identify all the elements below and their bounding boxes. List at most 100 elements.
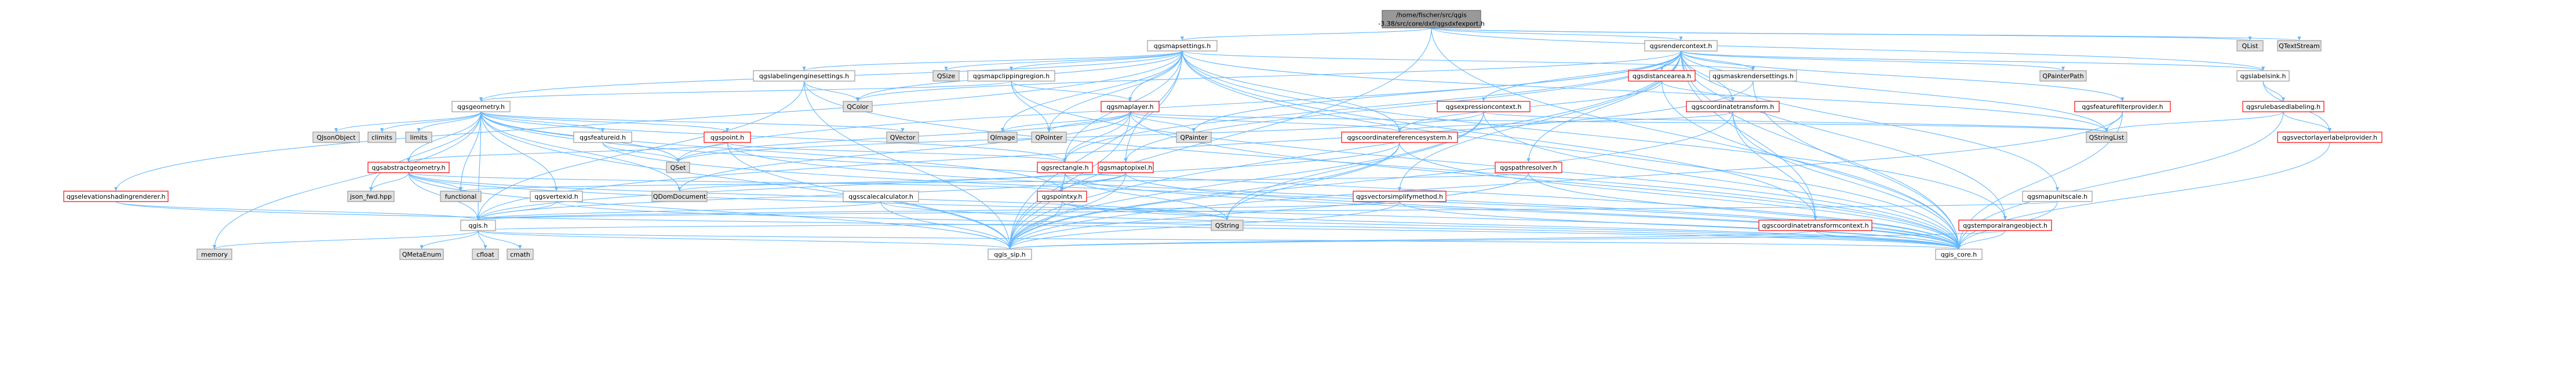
node-box [1709, 70, 1797, 82]
node-qmetaenum: QMetaEnum [399, 249, 444, 260]
node-box [886, 131, 919, 143]
edge-labelsink-to-rulebased [2262, 81, 2286, 102]
node-abstractgeom[interactable]: qgsabstractgeometry.h [367, 162, 450, 173]
node-qgsh[interactable]: qgis.h [460, 220, 496, 231]
edge-qgsh-to-qgssip [478, 230, 1012, 250]
edge-rendercontext-to-qpainterpath [1680, 50, 2065, 71]
node-maplayer[interactable]: qgsmaplayer.h [1101, 101, 1160, 112]
node-vertexid[interactable]: qgsvertexid.h [530, 191, 583, 202]
node-mapclipping[interactable]: qgsmapclippingregion.h [967, 70, 1055, 82]
node-label: QImage [990, 134, 1015, 141]
node-box [196, 249, 232, 260]
node-mapunitscale[interactable]: qgsmapunitscale.h [2022, 191, 2093, 202]
node-ctcontext[interactable]: qgscoordinatetransformcontext.h [1758, 220, 1872, 231]
node-featurefilter[interactable]: qgsfeaturefilterprovider.h [2074, 101, 2171, 112]
node-box [2022, 191, 2093, 202]
node-elevationshading[interactable]: qgselevationshadingrenderer.h [63, 191, 169, 202]
node-label: functional [445, 193, 477, 200]
node-box [1958, 220, 2052, 231]
node-label: qgscoordinatereferencesystem.h [1347, 134, 1452, 141]
node-label: QPointer [1035, 134, 1063, 141]
edge-rectangle-to-qdomdocument [677, 172, 1066, 192]
node-label: qgsmaptopixel.h [1099, 164, 1153, 171]
node-pointxy[interactable]: qgspointxy.h [1037, 191, 1087, 202]
edge-distancearea-to-qgiscore [1661, 81, 1961, 250]
edge-root-to-mapsettings [1180, 27, 1432, 41]
edge-mapsettings-to-crs [1182, 50, 1402, 133]
node-label: qgsscalecalculator.h [848, 193, 913, 200]
node-label: qgslabelingenginesettings.h [759, 72, 849, 80]
node-crs[interactable]: qgscoordinatereferencesystem.h [1341, 131, 1458, 143]
node-mapsettings[interactable]: qgsmapsettings.h [1147, 40, 1218, 52]
edge-ctcontext-to-qgssip [1008, 230, 1816, 250]
node-labelsink[interactable]: qgslabelsink.h [2236, 70, 2290, 82]
node-scalecalc[interactable]: qgsscalecalculator.h [843, 191, 919, 202]
node-label: qgsgeometry.h [457, 103, 505, 111]
node-labelingengine[interactable]: qgslabelingenginesettings.h [753, 70, 855, 82]
node-root[interactable]: /home/fischer/src/qgis-3.38/src/core/dxf… [1378, 10, 1485, 28]
node-qgssip[interactable]: qgis_sip.h [988, 249, 1032, 260]
node-distancearea[interactable]: qgsdistancearea.h [1628, 70, 1696, 82]
node-vectorlayerlabel[interactable]: qgsvectorlayerlabelprovider.h [2277, 131, 2382, 143]
node-label: qgsvectorlayerlabelprovider.h [2282, 134, 2377, 141]
node-label: qgsmapclippingregion.h [973, 72, 1050, 80]
node-temporalrange[interactable]: qgstemporalrangeobject.h [1958, 220, 2052, 231]
edge-mapclipping-to-geometry [479, 81, 1012, 102]
edge-rendercontext-to-maskrender [1680, 50, 1755, 71]
node-vectorsimplify[interactable]: qgsvectorsimplifymethod.h [1353, 191, 1447, 202]
node-box [704, 131, 751, 143]
edge-rendercontext-to-qcolor [856, 50, 1682, 102]
node-box [932, 70, 960, 82]
edge-layer [114, 27, 2332, 250]
node-maptopixel[interactable]: qgsmaptopixel.h [1098, 162, 1154, 173]
edge-exprcontext-to-qstring [1225, 111, 1484, 221]
node-rulebased[interactable]: qgsrulebasedlabeling.h [2242, 101, 2324, 112]
edge-vectorsimplify-to-qgssip [1008, 201, 1400, 250]
edge-pathresolver-to-qgiscore [1528, 172, 1961, 250]
node-climits: climits [367, 131, 396, 143]
node-label: qgscoordinatetransformcontext.h [1762, 222, 1868, 229]
node-rendercontext[interactable]: qgsrendercontext.h [1644, 40, 1718, 52]
node-label: qgsmaskrendersettings.h [1713, 72, 1794, 80]
edge-labelingengine-to-qgsh [476, 81, 805, 221]
node-box [1644, 40, 1718, 52]
node-box [530, 191, 583, 202]
node-label: qgsvectorsimplifymethod.h [1356, 193, 1443, 200]
edge-geometry-to-pointxy [480, 111, 1064, 192]
node-exprcontext[interactable]: qgsexpressioncontext.h [1437, 101, 1531, 112]
edge-pointxy-to-qgssip [1008, 201, 1063, 250]
node-rectangle[interactable]: qgsrectangle.h [1037, 162, 1093, 173]
node-box [1101, 101, 1160, 112]
node-qvector: QVector [886, 131, 919, 143]
edge-qgsh-to-cfloat [478, 230, 487, 250]
node-qgiscore[interactable]: qgis_core.h [1935, 249, 1983, 260]
node-qgspoint[interactable]: qgspoint.h [704, 131, 751, 143]
node-qpainter: QPainter [1176, 131, 1212, 143]
node-cmath: cmath [507, 249, 534, 260]
node-label: memory [201, 251, 228, 258]
edge-mapclipping-to-maplayer [1011, 81, 1132, 102]
edge-maplayer-to-qgssip [1008, 111, 1131, 250]
node-featureid[interactable]: qgsfeatureid.h [573, 131, 632, 143]
node-qimage: QImage [988, 131, 1018, 143]
node-label: QString [1215, 222, 1240, 229]
node-label: QJsonObject [316, 134, 356, 141]
node-pathresolver[interactable]: qgspathresolver.h [1495, 162, 1562, 173]
node-coordtransform[interactable]: qgscoordinatetransform.h [1686, 101, 1780, 112]
node-box [651, 191, 708, 202]
edge-geometry-to-vertexid [480, 111, 559, 192]
edge-rendercontext-to-qgssip [1008, 50, 1682, 250]
edge-pathresolver-to-functional [459, 172, 1529, 192]
edge-mapsettings-to-qimage [1000, 50, 1183, 133]
edge-maplayer-to-qpointer [1047, 111, 1131, 133]
edge-root-to-qgiscore [1431, 27, 1961, 250]
node-maskrender[interactable]: qgsmaskrendersettings.h [1709, 70, 1797, 82]
edge-maplayer-to-qstringlist [1129, 111, 2108, 133]
edge-rulebased-to-vectorlayerlabel [2283, 111, 2332, 133]
node-qsize: QSize [932, 70, 960, 82]
node-geometry[interactable]: qgsgeometry.h [451, 101, 511, 112]
node-box [1382, 10, 1481, 28]
edge-rulebased-to-qstringlist [2105, 111, 2284, 133]
node-label: qgsrectangle.h [1041, 164, 1088, 171]
